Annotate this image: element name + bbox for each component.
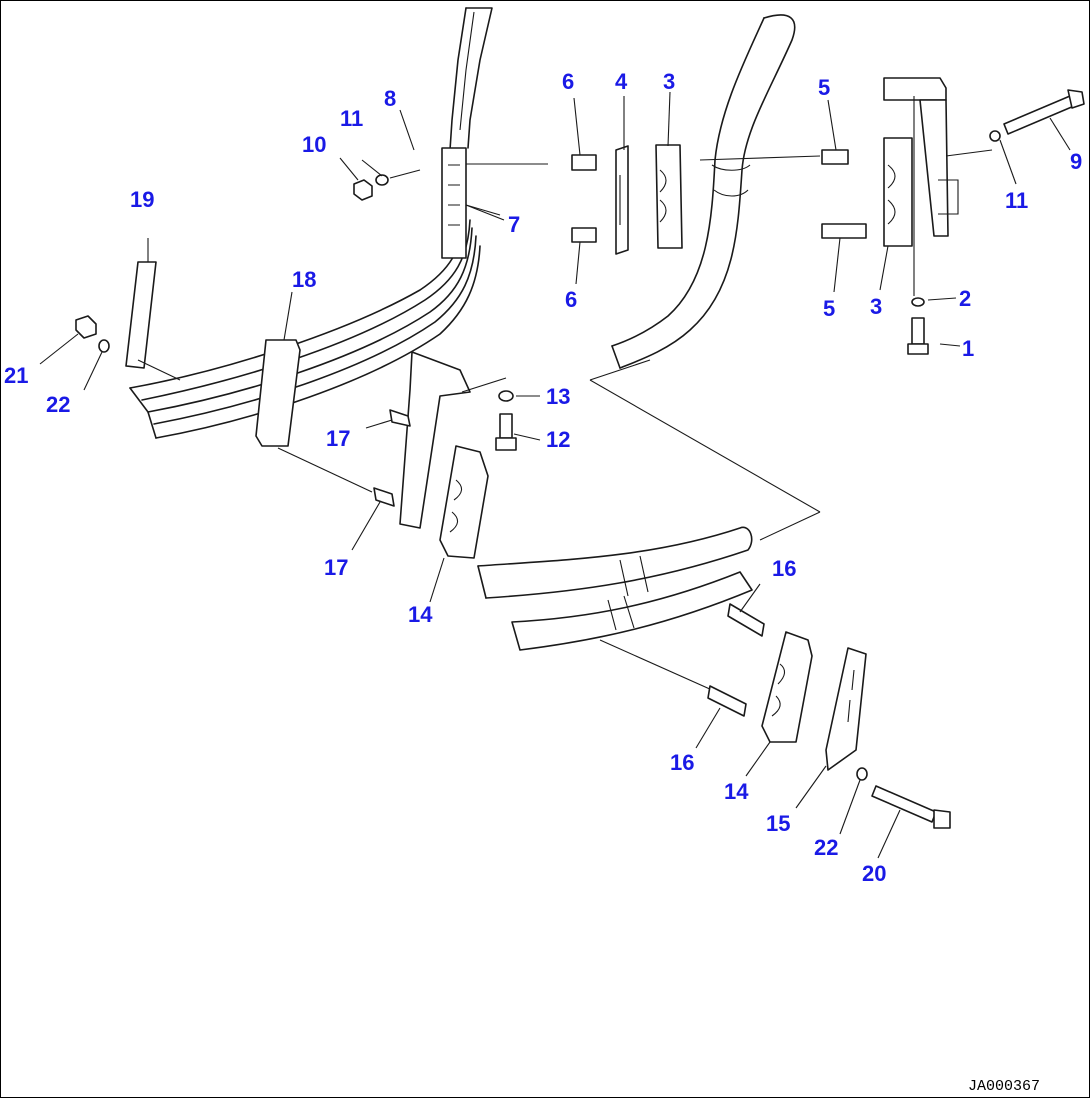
callout-15: 15 xyxy=(766,811,790,836)
callout-16-top: 16 xyxy=(772,556,796,581)
clamp-14-lower xyxy=(761,631,813,743)
upper-hose-bundle xyxy=(449,7,493,151)
spacer-blocks-5 xyxy=(821,149,867,239)
callout-17-bottom: 17 xyxy=(324,555,348,580)
callout-14-right: 14 xyxy=(724,779,749,804)
callout-7: 7 xyxy=(508,212,520,237)
callout-19: 19 xyxy=(130,187,154,212)
nut-21-washer-22 xyxy=(75,315,110,353)
callout-20: 20 xyxy=(862,861,886,886)
bolt-1-washer-2 xyxy=(907,297,929,355)
spacer-blocks-6 xyxy=(571,154,597,243)
clamp-bracket-7 xyxy=(441,147,548,259)
callout-18: 18 xyxy=(292,267,316,292)
callout-5-bottom: 5 xyxy=(823,296,835,321)
callout-11-right: 11 xyxy=(1005,188,1028,213)
lower-hose-bundle xyxy=(477,359,821,691)
callout-16-bottom: 16 xyxy=(670,750,694,775)
callout-21: 21 xyxy=(4,363,28,388)
clamp-half-3-right xyxy=(883,77,993,296)
callout-11-left: 11 xyxy=(340,106,363,131)
callout-2: 2 xyxy=(959,286,971,311)
callout-6-bottom: 6 xyxy=(565,287,577,312)
callout-22-right: 22 xyxy=(814,835,838,860)
bolt-9 xyxy=(989,89,1085,142)
right-hose xyxy=(611,14,821,369)
leader-lines xyxy=(39,91,1071,859)
clamp-half-3-left xyxy=(655,144,683,249)
callout-17-top: 17 xyxy=(326,426,350,451)
nut-10-washer-11 xyxy=(353,169,421,201)
callout-4: 4 xyxy=(615,69,628,94)
callout-5-top: 5 xyxy=(818,75,830,100)
plate-4 xyxy=(615,145,629,255)
callout-3-right: 3 xyxy=(870,294,882,319)
callout-3-left: 3 xyxy=(663,69,675,94)
clamp-block-18 xyxy=(255,339,373,493)
callout-1: 1 xyxy=(962,336,974,361)
callout-12: 12 xyxy=(546,427,570,452)
plate-15 xyxy=(825,647,867,771)
callout-13: 13 xyxy=(546,384,570,409)
drawing-number: JA000367 xyxy=(968,1078,1040,1095)
callout-6-top: 6 xyxy=(562,69,574,94)
callout-9: 9 xyxy=(1070,149,1082,174)
callout-numbers: 1 2 3 3 4 5 5 6 6 7 8 9 10 11 11 12 13 1… xyxy=(4,69,1082,886)
spacers-17 xyxy=(373,409,411,507)
callout-8: 8 xyxy=(384,86,396,111)
callout-22-left: 22 xyxy=(46,392,70,417)
callout-14-left: 14 xyxy=(408,602,433,627)
center-bracket xyxy=(399,351,517,529)
callout-10: 10 xyxy=(302,132,326,157)
strap-19 xyxy=(125,238,181,381)
bolt-20-washer-22 xyxy=(856,767,951,829)
clamp-14-upper xyxy=(439,445,489,559)
spacers-16 xyxy=(707,603,765,717)
